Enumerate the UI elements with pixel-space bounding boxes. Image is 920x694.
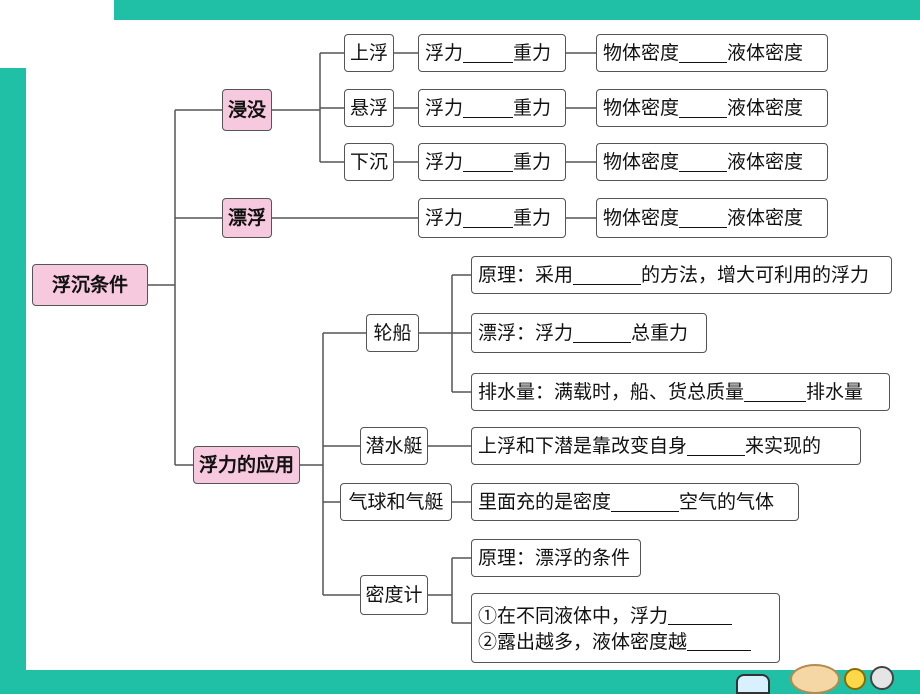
balloon-note: 里面充的是密度 空气的气体 — [471, 483, 799, 521]
force-compare-suspend: 浮力 重力 — [418, 89, 566, 127]
app-submarine: 潜水艇 — [360, 427, 428, 465]
submarine-note: 上浮和下潜是靠改变自身 来实现的 — [471, 427, 861, 465]
gravity-label: 重力 — [513, 206, 552, 229]
blank — [573, 323, 632, 343]
node-immerse: 浸没 — [222, 89, 272, 131]
object-density-label: 物体密度 — [603, 150, 680, 173]
blank — [679, 98, 728, 118]
state-suspend: 悬浮 — [344, 89, 394, 127]
density-compare-rise: 物体密度 液体密度 — [596, 34, 828, 72]
blank — [668, 605, 733, 625]
cartoon-face-decoration — [870, 666, 894, 690]
hydrometer-rules: ①在不同液体中，浮力 ②露出越多，液体密度越 — [471, 593, 780, 663]
blank — [463, 98, 514, 118]
blank — [687, 631, 752, 651]
hydrometer-rule-1-text: ①在不同液体中，浮力 — [478, 604, 669, 627]
blank — [679, 152, 728, 172]
force-compare-float: 浮力 重力 — [418, 198, 566, 238]
force-compare-rise: 浮力 重力 — [418, 34, 566, 72]
density-compare-sink: 物体密度 液体密度 — [596, 143, 828, 181]
ship-displacement: 排水量：满载时，船、货总质量 排水量 — [471, 373, 890, 411]
gravity-label: 重力 — [513, 41, 552, 64]
blank — [611, 492, 680, 512]
app-ship: 轮船 — [366, 314, 419, 352]
ship-displacement-text-a: 排水量：满载时，船、货总质量 — [478, 380, 745, 403]
submarine-text-a: 上浮和下潜是靠改变自身 — [478, 434, 688, 457]
object-density-label: 物体密度 — [603, 41, 680, 64]
state-rise: 上浮 — [344, 34, 394, 72]
state-sink: 下沉 — [344, 143, 394, 181]
node-application: 浮力的应用 — [193, 446, 300, 484]
app-hydrometer: 密度计 — [360, 575, 428, 615]
liquid-density-label: 液体密度 — [727, 41, 804, 64]
cartoon-character-decoration — [736, 674, 770, 694]
app-balloon: 气球和气艇 — [340, 483, 452, 521]
balloon-text-b: 空气的气体 — [679, 490, 775, 513]
blank — [573, 265, 642, 285]
root-node: 浮沉条件 — [32, 264, 148, 306]
blank — [463, 208, 514, 228]
balloon-text-a: 里面充的是密度 — [478, 490, 612, 513]
liquid-density-label: 液体密度 — [727, 206, 804, 229]
blank — [687, 436, 746, 456]
ship-principle-text-a: 原理：采用 — [478, 263, 574, 286]
ship-displacement-text-b: 排水量 — [806, 380, 864, 403]
buoyancy-label: 浮力 — [425, 96, 464, 119]
object-density-label: 物体密度 — [603, 206, 680, 229]
buoyancy-label: 浮力 — [425, 206, 464, 229]
submarine-text-b: 来实现的 — [745, 434, 822, 457]
buoyancy-label: 浮力 — [425, 41, 464, 64]
hydrometer-rule-2: ②露出越多，液体密度越 — [478, 630, 752, 653]
gravity-label: 重力 — [513, 96, 552, 119]
liquid-density-label: 液体密度 — [727, 150, 804, 173]
node-float: 漂浮 — [222, 198, 272, 238]
ship-principle-text-b: 的方法，增大可利用的浮力 — [641, 263, 870, 286]
hydrometer-rule-2-text: ②露出越多，液体密度越 — [478, 630, 688, 653]
blank — [679, 43, 728, 63]
cartoon-flower-decoration — [844, 668, 866, 690]
hydrometer-rule-1: ①在不同液体中，浮力 — [478, 604, 733, 627]
blank — [744, 382, 807, 402]
gravity-label: 重力 — [513, 150, 552, 173]
ship-float: 漂浮：浮力 总重力 — [471, 313, 707, 353]
ship-float-text-b: 总重力 — [631, 321, 689, 344]
blank — [679, 208, 728, 228]
hydrometer-principle: 原理：漂浮的条件 — [471, 539, 641, 577]
density-compare-suspend: 物体密度 液体密度 — [596, 89, 828, 127]
liquid-density-label: 液体密度 — [727, 96, 804, 119]
blank — [463, 43, 514, 63]
object-density-label: 物体密度 — [603, 96, 680, 119]
blank — [463, 152, 514, 172]
ship-principle: 原理：采用 的方法，增大可利用的浮力 — [471, 256, 892, 294]
buoyancy-label: 浮力 — [425, 150, 464, 173]
ship-float-text-a: 漂浮：浮力 — [478, 321, 574, 344]
density-compare-float: 物体密度 液体密度 — [596, 198, 828, 238]
force-compare-sink: 浮力 重力 — [418, 143, 566, 181]
